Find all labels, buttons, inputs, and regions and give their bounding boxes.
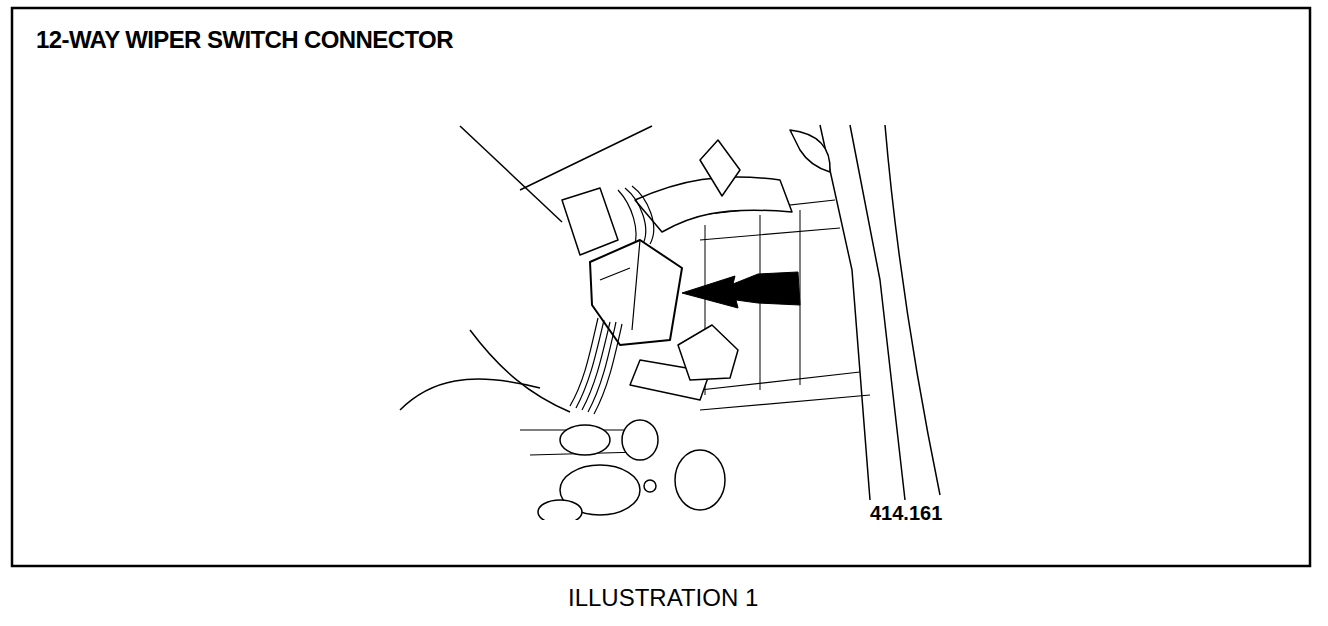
trim-curve bbox=[470, 330, 570, 412]
figure-number: 414.161 bbox=[868, 502, 944, 524]
column-part bbox=[644, 480, 656, 492]
frame-member bbox=[850, 125, 905, 500]
wire-bundle bbox=[570, 318, 622, 414]
label-wrap: 414.161 bbox=[868, 502, 944, 524]
bracket-bar bbox=[700, 228, 840, 240]
bracket-bar bbox=[700, 395, 870, 410]
frame-member bbox=[885, 125, 940, 495]
wiper-switch-connector bbox=[590, 240, 682, 345]
trim-curve bbox=[400, 379, 540, 410]
rear-connector bbox=[562, 188, 618, 255]
wires bbox=[618, 186, 654, 248]
wire-sleeve bbox=[635, 177, 792, 232]
pointer-arrow bbox=[682, 272, 800, 308]
illustration bbox=[400, 125, 940, 520]
frame bbox=[12, 8, 1310, 566]
small-connector bbox=[700, 140, 740, 196]
column-part bbox=[675, 450, 725, 510]
column-part bbox=[560, 425, 610, 455]
caption: ILLUSTRATION 1 bbox=[568, 585, 758, 611]
lower-connector bbox=[678, 325, 738, 380]
column-part bbox=[622, 420, 658, 460]
panel-edge bbox=[460, 126, 562, 222]
title-wrap: 12-WAY WIPER SWITCH CONNECTOR bbox=[36, 27, 453, 53]
knob bbox=[790, 130, 830, 172]
caption-wrap: ILLUSTRATION 1 bbox=[568, 585, 758, 611]
panel-edge bbox=[520, 126, 652, 190]
column-part bbox=[538, 500, 582, 520]
connector-detail bbox=[600, 240, 640, 330]
title: 12-WAY WIPER SWITCH CONNECTOR bbox=[36, 27, 453, 53]
frame-member bbox=[820, 125, 870, 500]
